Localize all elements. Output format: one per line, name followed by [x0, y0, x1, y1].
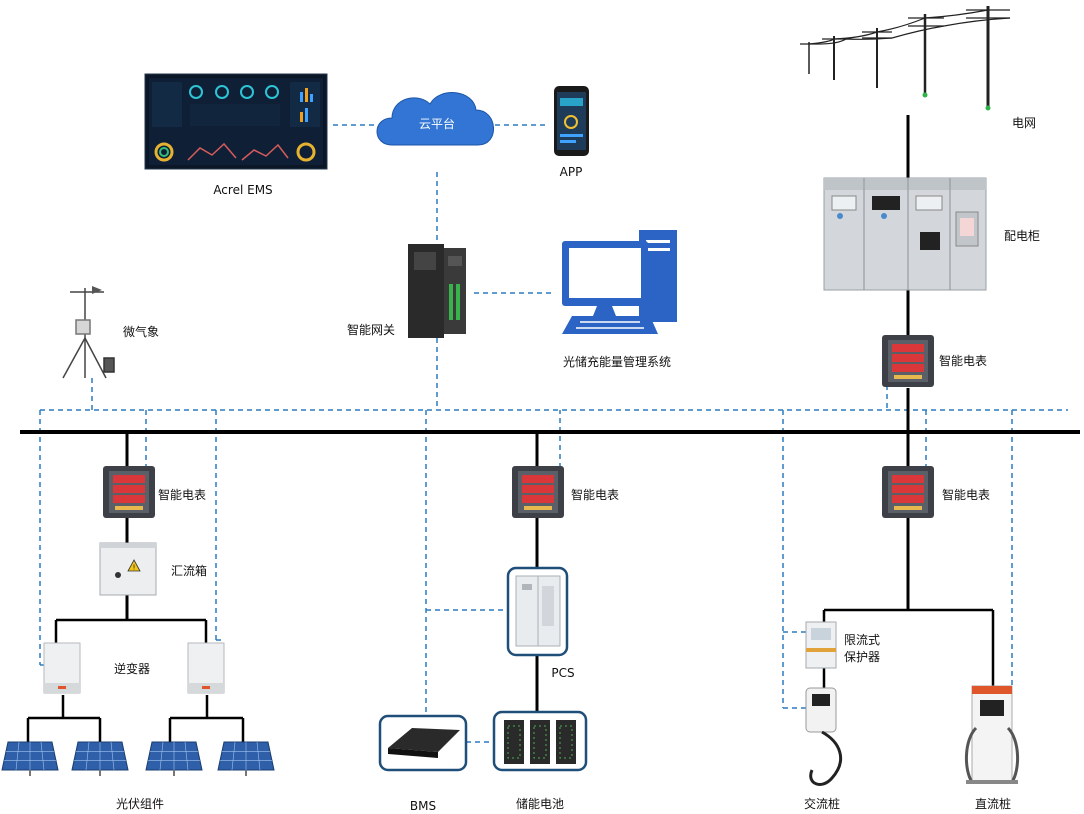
meter-label: 智能电表 — [942, 487, 990, 502]
phone-icon — [554, 86, 589, 156]
svg-text:!: ! — [133, 564, 136, 572]
ac-charger-label: 交流桩 — [804, 796, 840, 811]
pole-insulator-icon — [985, 105, 991, 111]
ac-charger-icon — [805, 687, 843, 786]
inverter-label: 逆变器 — [114, 661, 150, 676]
pcs-icon — [506, 566, 569, 657]
meter-label: 智能电表 — [939, 353, 987, 368]
solar-panels — [1, 741, 275, 776]
inverter-icon — [187, 642, 225, 694]
smart-meter-icon — [103, 466, 155, 518]
cabinet-icon — [823, 177, 987, 291]
ems-label: Acrel EMS — [213, 183, 272, 197]
pole-insulator-icon — [922, 92, 928, 98]
combiner-box-icon: ! — [99, 542, 157, 596]
combiner-label: 汇流箱 — [171, 563, 207, 578]
power-pole-icon — [800, 6, 1011, 108]
dc-charger-icon — [965, 685, 1019, 784]
inverter-icon — [43, 642, 81, 694]
system-label: 光储充能量管理系统 — [563, 354, 671, 369]
grid-label: 电网 — [1012, 116, 1036, 130]
bms-label: BMS — [410, 799, 436, 813]
gateway-icon — [408, 244, 466, 338]
protector-label-line1: 限流式 — [844, 633, 880, 647]
solar-panel-icon — [145, 741, 203, 776]
meter-label: 智能电表 — [158, 487, 206, 502]
protector-icon — [805, 621, 837, 669]
solar-panel-icon — [217, 741, 275, 776]
dc-charger-label: 直流桩 — [975, 796, 1011, 811]
pcs-label: PCS — [551, 666, 574, 680]
solar-panel-icon — [1, 741, 59, 776]
power-lines — [20, 115, 1080, 742]
solar-panel-icon — [71, 741, 129, 776]
battery-icon — [492, 710, 588, 772]
cloud-icon — [376, 92, 494, 146]
pv-label: 光伏组件 — [116, 797, 164, 811]
weather-station-icon — [62, 286, 115, 379]
smart-meter-icon — [882, 466, 934, 518]
app-label: APP — [560, 165, 583, 179]
gateway-label: 智能网关 — [347, 322, 395, 337]
smart-meter-icon — [882, 335, 934, 387]
ems-screen-icon — [144, 73, 328, 170]
cabinet-label: 配电柜 — [1004, 229, 1040, 243]
cloud-label: 云平台 — [419, 116, 455, 131]
battery-label: 储能电池 — [516, 796, 564, 811]
smart-meter-icon — [512, 466, 564, 518]
computer-icon — [562, 230, 677, 334]
weather-label: 微气象 — [123, 324, 159, 339]
protector-label-line2: 保护器 — [844, 650, 880, 664]
bms-icon — [378, 714, 468, 772]
meter-label: 智能电表 — [571, 487, 619, 502]
